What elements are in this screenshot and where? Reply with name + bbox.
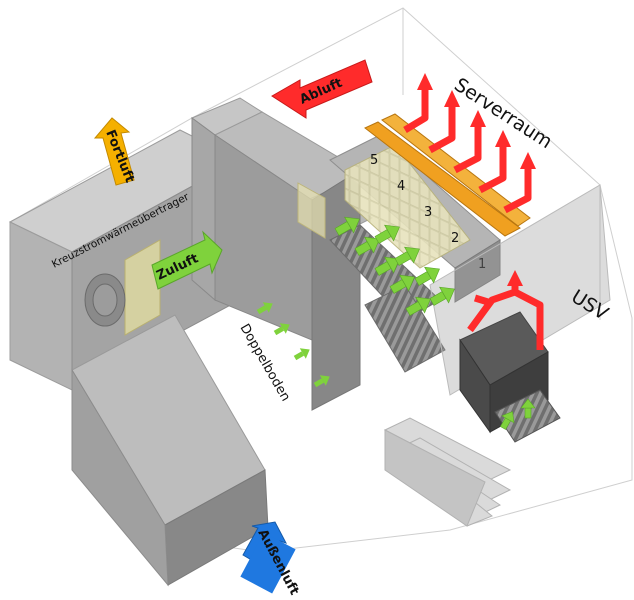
rack-number-2: 2 [451, 231, 459, 246]
rack-number-3: 3 [424, 205, 432, 220]
stairs [385, 418, 510, 526]
rack-number-4: 4 [397, 179, 405, 194]
rack-number-5: 5 [370, 153, 378, 168]
doppelboden-label: Doppelboden [237, 322, 293, 405]
